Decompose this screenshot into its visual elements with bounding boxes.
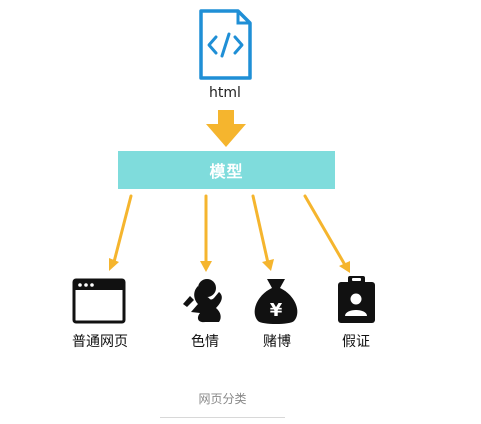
model-box: 模型 — [118, 151, 335, 189]
category-label-fake-id: 假证 — [342, 334, 370, 350]
main-down-arrow — [206, 110, 246, 147]
browser-window-icon — [72, 278, 126, 324]
category-label-porn: 色情 — [191, 334, 219, 350]
caption-divider — [160, 417, 285, 418]
model-label: 模型 — [209, 162, 244, 181]
html-file-icon — [199, 9, 252, 80]
silhouette-icon — [183, 279, 222, 323]
arrow-to-fake-id — [303, 194, 347, 267]
category-label-normal: 普通网页 — [72, 334, 128, 350]
branch-arrows — [112, 194, 347, 267]
category-label-gambling: 赌博 — [263, 334, 291, 350]
arrow-to-gambling — [251, 194, 270, 265]
source-label: html — [209, 85, 241, 101]
arrow-to-normal — [112, 194, 133, 264]
arrow-heads — [109, 258, 350, 273]
figure-caption: 网页分类 — [198, 392, 247, 406]
id-badge-icon — [338, 276, 375, 323]
svg-text:¥: ¥ — [270, 300, 283, 321]
money-bag-yen-icon: ¥ — [254, 279, 298, 324]
